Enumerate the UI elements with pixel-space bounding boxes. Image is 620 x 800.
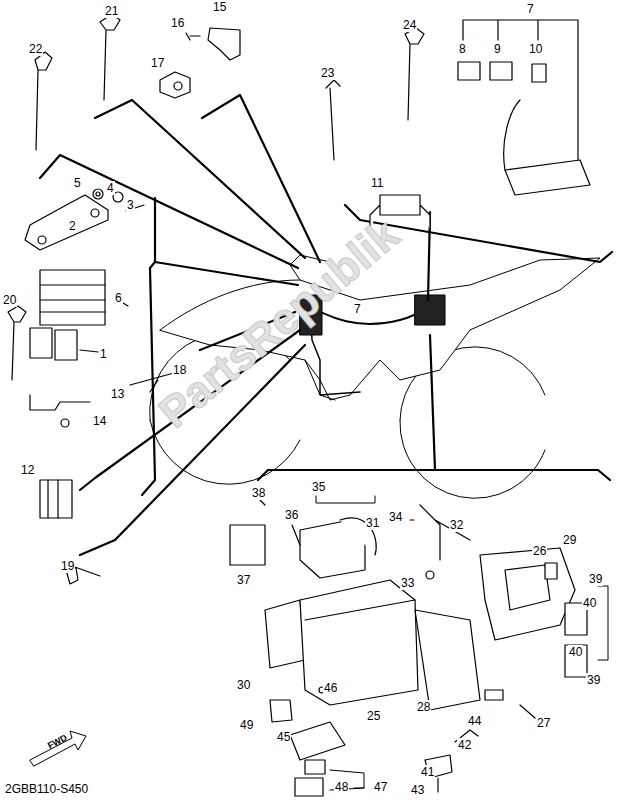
- callout-number: 14: [92, 414, 107, 428]
- callout-number: 6: [114, 291, 123, 305]
- callout-number: 37: [236, 573, 251, 587]
- callout-number: 11: [370, 176, 384, 190]
- callout-number: 23: [320, 66, 335, 80]
- rectifier-group: [25, 189, 144, 427]
- callout-number: 43: [410, 783, 425, 797]
- callout-number: 34: [388, 510, 403, 524]
- callout-number: 39: [586, 673, 601, 687]
- callout-number: 26: [532, 544, 547, 558]
- callout-number: 42: [457, 738, 472, 752]
- callout-number: 2: [68, 219, 77, 233]
- callout-number: 7: [526, 2, 535, 16]
- callout-number: 15: [212, 0, 227, 14]
- callout-number: 41: [420, 765, 435, 779]
- callout-number: 38: [251, 486, 266, 500]
- relay-box: [370, 20, 590, 230]
- callout-number: 46: [323, 681, 338, 695]
- battery-group: [230, 496, 608, 796]
- callout-number: 29: [562, 533, 577, 547]
- callout-number: 4: [106, 181, 115, 195]
- callout-number: 35: [311, 480, 326, 494]
- callout-number: 28: [416, 700, 431, 714]
- callout-number: 44: [467, 714, 482, 728]
- callout-number: 40: [582, 596, 597, 610]
- callout-number: 3: [126, 198, 135, 212]
- group-lines: [40, 95, 612, 555]
- drawing-code: 2GBB110-S450: [4, 782, 89, 796]
- callout-number: 22: [28, 42, 43, 56]
- callout-number: 5: [73, 176, 82, 190]
- callout-number: 49: [239, 718, 254, 732]
- callout-number: 8: [458, 42, 467, 56]
- callout-number: 31: [365, 516, 380, 530]
- callout-number: 33: [400, 576, 415, 590]
- callout-number: 25: [366, 709, 381, 723]
- callout-number: 32: [449, 518, 464, 532]
- callout-number: 17: [150, 56, 165, 70]
- callout-number: 7: [353, 302, 362, 316]
- callout-number: 48: [334, 780, 349, 794]
- callout-number: 10: [528, 42, 543, 56]
- callout-number: 45: [276, 730, 291, 744]
- callout-number: 12: [20, 463, 35, 477]
- callout-number: 1: [99, 347, 108, 361]
- watermark: PartsRepublik: [150, 210, 408, 437]
- callout-number: 9: [493, 42, 502, 56]
- callout-number: 20: [2, 293, 17, 307]
- callout-number: 30: [236, 678, 251, 692]
- callout-number: 13: [110, 387, 125, 401]
- callout-number: 36: [284, 508, 299, 522]
- fwd-arrow: [30, 731, 86, 766]
- direction-mark: FWD: [46, 732, 69, 750]
- callout-number: 21: [104, 4, 119, 18]
- callout-number: 24: [402, 18, 417, 32]
- band-parts: [8, 14, 424, 584]
- callout-number: 39: [588, 572, 603, 586]
- callout-number: 16: [170, 16, 185, 30]
- callout-number: 40: [568, 645, 583, 659]
- callout-number: 47: [373, 780, 388, 794]
- callout-number: 19: [60, 559, 75, 573]
- callout-number: 27: [536, 716, 551, 730]
